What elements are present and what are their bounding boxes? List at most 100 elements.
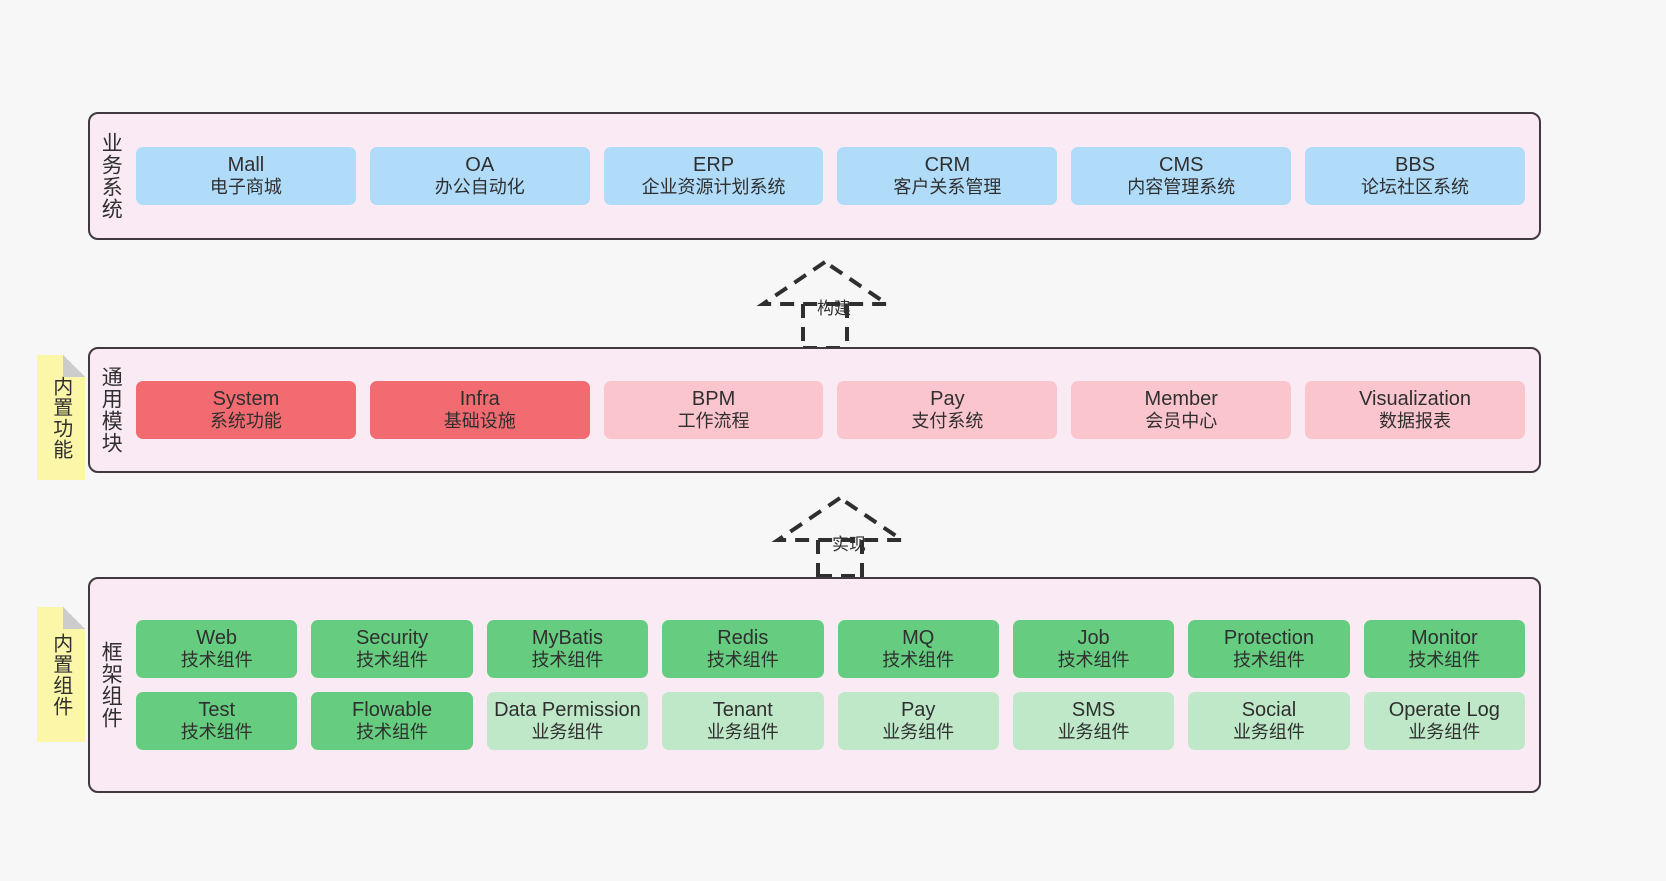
layer-business-systems: 业务系统 Mall 电子商城 OA 办公自动化 ERP 企业资源计划系统 CRM…: [88, 112, 1541, 240]
card-oa-en: OA: [465, 153, 495, 176]
card-security[interactable]: Security 技术组件: [311, 619, 473, 678]
card-data-permission-en: Data Permission: [494, 699, 641, 721]
layer-framework-components-title: 框架组件: [99, 641, 123, 729]
card-tenant-cn: 业务组件: [706, 722, 779, 743]
card-web-cn: 技术组件: [180, 650, 253, 671]
card-visualization-en: Visualization: [1359, 387, 1472, 410]
card-flowable-cn: 技术组件: [356, 722, 429, 743]
card-system-cn: 系统功能: [209, 411, 282, 432]
layer-framework-components-body: Web 技术组件 Security 技术组件 MyBatis 技术组件 Redi…: [130, 579, 1539, 791]
note-builtin-components: 内置组件: [37, 607, 85, 742]
card-data-permission-cn: 业务组件: [531, 722, 604, 743]
card-redis-cn: 技术组件: [706, 650, 779, 671]
connector-build: 构建: [735, 252, 935, 350]
card-sms-cn: 业务组件: [1057, 722, 1130, 743]
note-builtin-features-label: 内置功能: [49, 375, 72, 460]
card-bbs-en: BBS: [1395, 153, 1436, 176]
card-test[interactable]: Test 技术组件: [136, 692, 298, 751]
card-system-en: System: [212, 387, 280, 410]
note-fold-corner-icon: [63, 607, 85, 629]
card-pay-module[interactable]: Pay 支付系统: [837, 380, 1058, 440]
layer-business-systems-title: 业务系统: [99, 132, 123, 220]
card-bpm-cn: 工作流程: [677, 411, 750, 432]
card-erp-cn: 企业资源计划系统: [641, 177, 786, 198]
framework-components-row-business: Test 技术组件 Flowable 技术组件 Data Permission …: [136, 692, 1525, 751]
card-monitor-en: Monitor: [1410, 626, 1478, 649]
card-mybatis-en: MyBatis: [531, 626, 603, 649]
card-mq-cn: 技术组件: [882, 650, 955, 671]
card-tenant[interactable]: Tenant 业务组件: [662, 692, 824, 751]
note-builtin-features: 内置功能: [37, 355, 85, 480]
card-bpm[interactable]: BPM 工作流程: [603, 380, 824, 440]
card-oa-cn: 办公自动化: [434, 177, 525, 198]
business-systems-row: Mall 电子商城 OA 办公自动化 ERP 企业资源计划系统 CRM 客户关系…: [136, 146, 1525, 206]
card-mybatis-cn: 技术组件: [531, 650, 604, 671]
card-sms-en: SMS: [1071, 699, 1116, 721]
layer-framework-components: 框架组件 Web 技术组件 Security 技术组件 MyBatis 技术组件…: [88, 577, 1541, 793]
card-system[interactable]: System 系统功能: [136, 380, 356, 440]
card-mall[interactable]: Mall 电子商城: [136, 146, 356, 206]
card-sms[interactable]: SMS 业务组件: [1012, 692, 1175, 751]
card-social[interactable]: Social 业务组件: [1188, 692, 1350, 751]
card-mall-en: Mall: [227, 153, 265, 176]
card-job[interactable]: Job 技术组件: [1012, 619, 1175, 678]
card-member[interactable]: Member 会员中心: [1071, 380, 1292, 440]
card-bbs-cn: 论坛社区系统: [1361, 177, 1470, 198]
layer-common-modules: 通用模块 System 系统功能 Infra 基础设施 BPM 工作流程 Pay…: [88, 347, 1541, 473]
card-flowable[interactable]: Flowable 技术组件: [311, 692, 473, 751]
card-operate-log-en: Operate Log: [1388, 699, 1500, 721]
card-operate-log-cn: 业务组件: [1408, 722, 1481, 743]
card-web-en: Web: [196, 626, 238, 649]
note-builtin-components-label: 内置组件: [49, 632, 72, 717]
card-protection[interactable]: Protection 技术组件: [1188, 619, 1350, 678]
card-mall-cn: 电子商城: [209, 177, 282, 198]
card-infra[interactable]: Infra 基础设施: [369, 380, 590, 440]
common-modules-row: System 系统功能 Infra 基础设施 BPM 工作流程 Pay 支付系统…: [136, 380, 1525, 440]
card-erp[interactable]: ERP 企业资源计划系统: [603, 146, 824, 206]
card-protection-cn: 技术组件: [1232, 650, 1305, 671]
card-test-cn: 技术组件: [180, 722, 253, 743]
card-visualization-cn: 数据报表: [1379, 411, 1452, 432]
card-flowable-en: Flowable: [352, 699, 433, 721]
card-crm-cn: 客户关系管理: [893, 177, 1002, 198]
card-member-en: Member: [1144, 387, 1218, 410]
card-test-en: Test: [198, 699, 236, 721]
connector-build-label: 构建: [817, 299, 851, 318]
card-visualization[interactable]: Visualization 数据报表: [1305, 380, 1525, 440]
connector-implement-arrow-icon: [771, 495, 909, 578]
card-mq[interactable]: MQ 技术组件: [837, 619, 999, 678]
card-pay-module-cn: 支付系统: [911, 411, 984, 432]
card-redis[interactable]: Redis 技术组件: [662, 619, 824, 678]
card-pay-module-en: Pay: [930, 387, 965, 410]
card-monitor-cn: 技术组件: [1408, 650, 1481, 671]
card-cms[interactable]: CMS 内容管理系统: [1071, 146, 1292, 206]
card-oa[interactable]: OA 办公自动化: [369, 146, 590, 206]
card-operate-log[interactable]: Operate Log 业务组件: [1363, 692, 1525, 751]
card-social-cn: 业务组件: [1232, 722, 1305, 743]
card-infra-en: Infra: [459, 387, 500, 410]
card-crm-en: CRM: [924, 153, 971, 176]
card-redis-en: Redis: [717, 626, 769, 649]
card-tenant-en: Tenant: [712, 699, 773, 721]
card-protection-en: Protection: [1223, 626, 1314, 649]
card-infra-cn: 基础设施: [443, 411, 516, 432]
connector-implement: 实现: [750, 488, 950, 578]
card-mq-en: MQ: [902, 626, 935, 649]
card-pay-component[interactable]: Pay 业务组件: [837, 692, 999, 751]
card-member-cn: 会员中心: [1145, 411, 1218, 432]
card-bpm-en: BPM: [691, 387, 736, 410]
card-bbs[interactable]: BBS 论坛社区系统: [1305, 146, 1525, 206]
card-erp-en: ERP: [693, 153, 735, 176]
card-security-en: Security: [355, 626, 429, 649]
card-web[interactable]: Web 技术组件: [136, 619, 298, 678]
layer-common-modules-body: System 系统功能 Infra 基础设施 BPM 工作流程 Pay 支付系统…: [130, 349, 1539, 471]
card-pay-component-en: Pay: [900, 699, 936, 721]
card-crm[interactable]: CRM 客户关系管理: [837, 146, 1058, 206]
framework-components-row-technical: Web 技术组件 Security 技术组件 MyBatis 技术组件 Redi…: [136, 619, 1525, 678]
card-mybatis[interactable]: MyBatis 技术组件: [486, 619, 649, 678]
card-cms-cn: 内容管理系统: [1127, 177, 1236, 198]
connector-implement-label: 实现: [832, 535, 866, 554]
card-monitor[interactable]: Monitor 技术组件: [1363, 619, 1525, 678]
card-data-permission[interactable]: Data Permission 业务组件: [486, 692, 649, 751]
